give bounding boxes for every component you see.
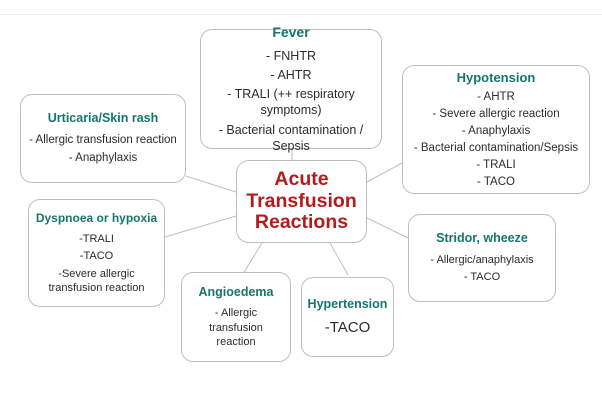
node-fever-item-0: - FNHTR (266, 48, 316, 63)
node-centre-acute-transfusion-reactions[interactable]: Acute Transfusion Reactions (236, 160, 367, 243)
node-urticaria-item-1: - Anaphylaxis (68, 151, 138, 164)
centre-line-2: Reactions (254, 211, 349, 234)
edge-angioedema-centre (242, 242, 263, 275)
edge-stridor-centre (366, 217, 409, 239)
node-hypotension-item-3: - Bacterial contamination/Sepsis (413, 141, 579, 154)
node-stridor-item-1: - TACO (463, 271, 501, 284)
node-urticaria-title: Urticaria/Skin rash (47, 111, 159, 126)
node-angioedema[interactable]: Angioedema - Allergic transfusion reacti… (181, 272, 291, 362)
node-hypotension-item-2: - Anaphylaxis (461, 124, 531, 137)
node-hypertension-item-0: -TACO (324, 318, 371, 336)
node-stridor-item-0: - Allergic/anaphylaxis (430, 254, 534, 267)
node-angioedema-title: Angioedema (198, 284, 274, 299)
slide-top-rule (0, 14, 602, 15)
node-hypotension-item-4: - TRALI (476, 158, 516, 171)
node-dyspnoea-item-2: -Severe allergic transfusion reaction (48, 267, 145, 294)
centre-line-1: Transfusion (246, 189, 357, 212)
node-hypotension[interactable]: Hypotension - AHTR - Severe allergic rea… (402, 65, 590, 194)
node-urticaria-skin-rash[interactable]: Urticaria/Skin rash - Allergic transfusi… (20, 94, 186, 183)
node-hypotension-item-5: - TACO (477, 175, 515, 188)
node-hypotension-item-1: - Severe allergic reaction (432, 107, 560, 120)
node-fever-item-2: - TRALI (++ respiratory symptoms) (227, 87, 355, 118)
node-fever-item-3: - Bacterial contamination / Sepsis (218, 122, 364, 153)
node-urticaria-item-0: - Allergic transfusion reaction (29, 133, 177, 146)
edge-urticaria-centre (185, 175, 237, 193)
node-stridor-title: Stridor, wheeze (436, 231, 528, 246)
edge-hypotension-centre (366, 162, 403, 183)
edge-dyspnoea-centre (164, 215, 237, 238)
edge-hypertension-centre (329, 242, 349, 276)
node-dyspnoea-item-0: -TRALI (79, 232, 114, 245)
node-angioedema-item-0: - Allergic transfusion reaction (209, 307, 263, 348)
centre-line-0: Acute (274, 167, 329, 190)
node-stridor-wheeze[interactable]: Stridor, wheeze - Allergic/anaphylaxis -… (408, 214, 556, 302)
node-hypotension-item-0: - AHTR (477, 90, 515, 103)
node-fever-item-1: - AHTR (270, 67, 312, 82)
node-dyspnoea-item-1: -TACO (79, 250, 114, 263)
node-dyspnoea-or-hypoxia[interactable]: Dyspnoea or hypoxia -TRALI -TACO -Severe… (28, 199, 165, 307)
node-hypotension-title: Hypotension (456, 69, 536, 85)
node-hypertension[interactable]: Hypertension -TACO (301, 277, 394, 357)
node-dyspnoea-title: Dyspnoea or hypoxia (35, 210, 158, 225)
node-fever-title: Fever (272, 24, 310, 40)
node-fever[interactable]: Fever - FNHTR - AHTR - TRALI (++ respira… (200, 24, 382, 153)
node-hypertension-title: Hypertension (307, 296, 388, 311)
